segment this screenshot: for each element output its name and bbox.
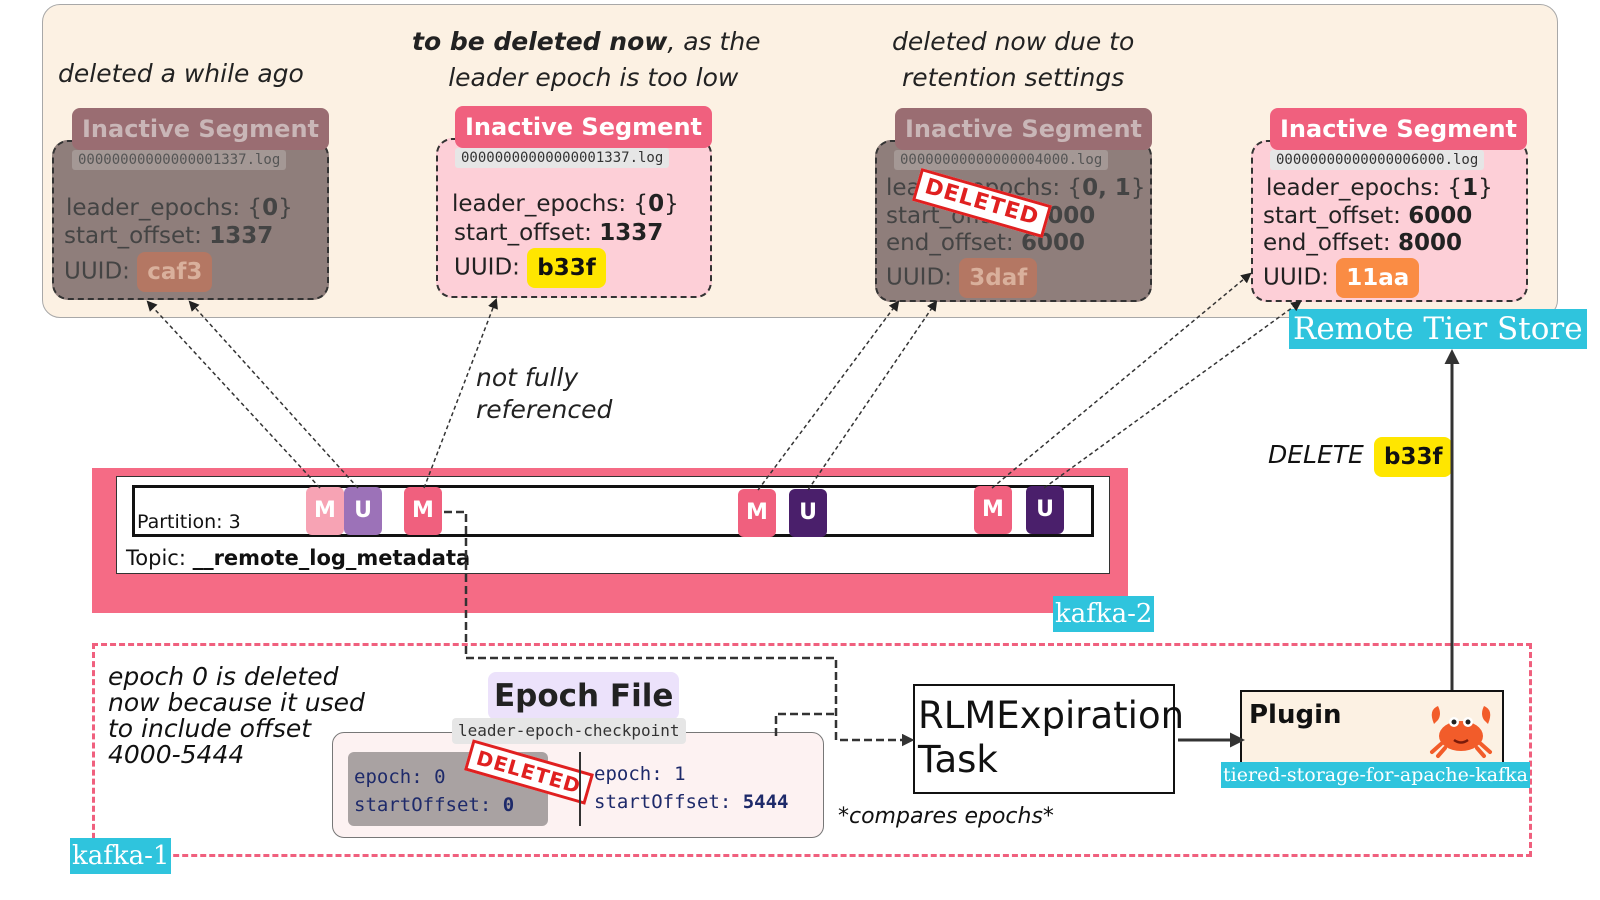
metadata-message: M xyxy=(306,487,344,535)
segment-filename: 00000000000000001337.log xyxy=(72,150,287,170)
segment-title: Inactive Segment xyxy=(455,106,712,148)
metadata-message: M xyxy=(404,487,442,535)
segment-end-offset: end_offset: 6000 xyxy=(886,230,1085,256)
caption-deleted-while-ago: deleted a while ago xyxy=(58,59,304,88)
caption-deleted-retention: deleted now due to retention settings xyxy=(892,27,1135,92)
update-message: U xyxy=(344,487,382,535)
plugin-label: Plugin xyxy=(1249,700,1342,730)
ref-arrow xyxy=(807,300,938,491)
compares-epochs-note: *compares epochs* xyxy=(838,804,1054,829)
metadata-message: M xyxy=(738,489,776,537)
uuid-chip: caf3 xyxy=(137,252,213,292)
epoch-file-title: Epoch File xyxy=(488,672,680,720)
ref-arrow xyxy=(1043,300,1302,489)
remote-tier-store-label: Remote Tier Store xyxy=(1289,309,1587,349)
epoch-label: epoch: 0 xyxy=(354,766,446,788)
metadata-message: M xyxy=(974,486,1012,534)
update-message: U xyxy=(1026,486,1064,534)
segment-uuid: UUID: caf3 xyxy=(64,252,213,292)
segment-epochs: leader_epochs: {1} xyxy=(1266,175,1493,201)
segment-title: Inactive Segment xyxy=(72,108,329,150)
caption-to-be-deleted: to be deleted now, as the leader epoch i… xyxy=(412,27,761,92)
segment-uuid: UUID: b33f xyxy=(454,248,606,288)
delete-uuid-chip: b33f xyxy=(1374,437,1453,477)
segment-filename: 00000000000000004000.log xyxy=(894,150,1109,170)
segment-title: Inactive Segment xyxy=(895,108,1152,150)
ref-arrow xyxy=(146,300,321,489)
kafka2-label: kafka-2 xyxy=(1053,596,1155,632)
epoch-label: epoch: 1 xyxy=(594,763,686,785)
kafka1-label: kafka-1 xyxy=(70,838,172,874)
partition-label: Partition: 3 xyxy=(137,511,241,533)
crab-icon xyxy=(1424,698,1498,760)
epoch-divider xyxy=(579,752,581,826)
update-message: U xyxy=(789,489,827,537)
segment-end-offset: end_offset: 8000 xyxy=(1263,230,1462,256)
rlm-expiration-task xyxy=(913,684,1175,794)
segment-start-offset: start_offset: 6000 xyxy=(1263,203,1473,229)
plugin-name: tiered-storage-for-apache-kafka xyxy=(1221,762,1530,788)
segment-start-offset: start_offset: 1337 xyxy=(454,220,664,246)
epoch0-deleted-note: epoch 0 is deleted now because it used t… xyxy=(108,662,365,769)
segment-start-offset: start_offset: 1337 xyxy=(64,223,274,249)
segment-uuid: UUID: 3daf xyxy=(886,258,1038,298)
uuid-chip: b33f xyxy=(527,248,606,288)
segment-title: Inactive Segment xyxy=(1270,108,1527,150)
partition-box xyxy=(132,485,1094,537)
start-offset-label: startOffset: 5444 xyxy=(594,791,789,813)
segment-epochs: leader_epochs: {0} xyxy=(66,195,293,221)
segment-uuid: UUID: 11aa xyxy=(1263,258,1420,298)
rlm-expiration-task-label: RLMExpiration Task xyxy=(918,694,1185,781)
segment-filename: 00000000000000001337.log xyxy=(455,148,670,168)
segment-epochs: leader_epochs: {0} xyxy=(452,191,679,217)
start-offset-label: startOffset: 0 xyxy=(354,794,515,816)
not-fully-referenced-note: not fully referenced xyxy=(476,363,613,424)
ref-arrow xyxy=(188,300,359,489)
topic-label: Topic: __remote_log_metadata xyxy=(126,546,471,570)
segment-filename: 00000000000000006000.log xyxy=(1270,150,1485,170)
uuid-chip: 3daf xyxy=(959,258,1038,298)
epoch-file-name: leader-epoch-checkpoint xyxy=(452,718,686,744)
delete-label: DELETE xyxy=(1268,440,1364,469)
uuid-chip: 11aa xyxy=(1336,258,1420,298)
ref-arrow xyxy=(757,300,900,491)
